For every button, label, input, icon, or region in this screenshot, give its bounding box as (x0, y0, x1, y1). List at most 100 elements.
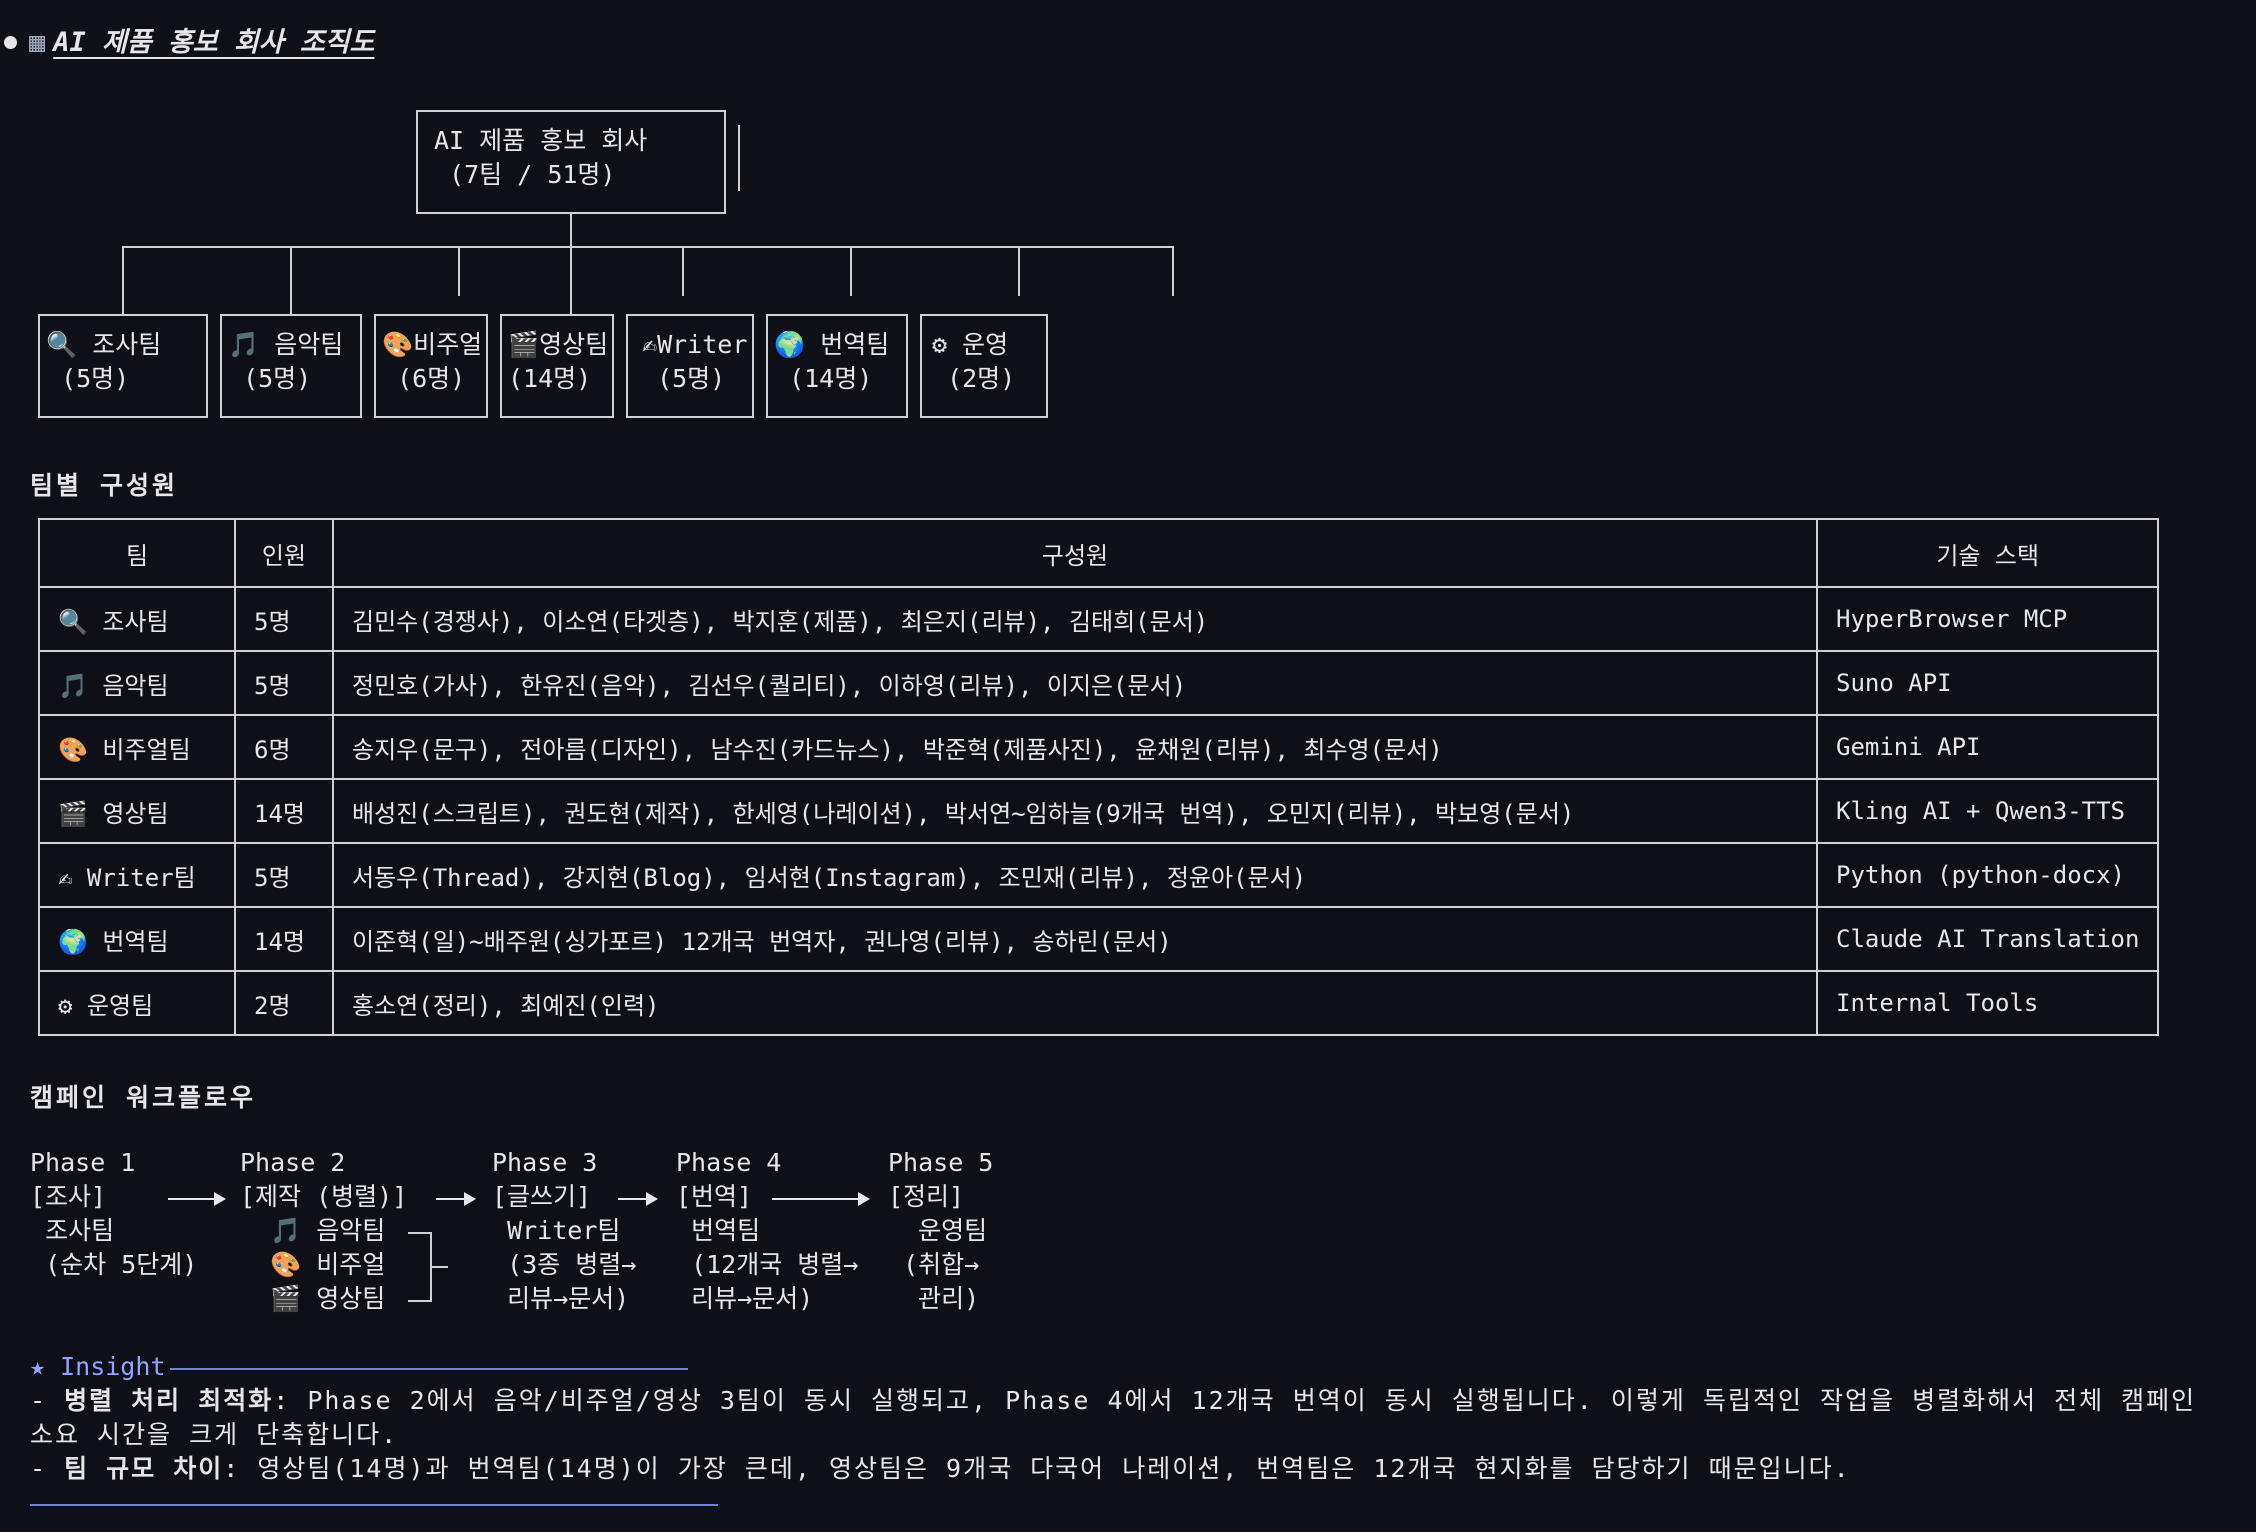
phase-2: Phase 2 [제작 (병렬)] 🎵 음악팀 🎨 비주얼 🎬 영상팀 (240, 1148, 408, 1313)
tech-cell: Kling AI + Qwen3-TTS (1815, 778, 2160, 844)
team-cell: 🎨 비주얼팀 (38, 714, 236, 780)
org-team-box: 🎨비주얼 (6명) (374, 314, 488, 418)
clapperboard-icon: 🎬 (58, 799, 88, 828)
table-header-row: 팀 인원 구성원 기술 스택 (38, 518, 2160, 588)
count-cell: 5명 (234, 586, 334, 652)
org-team-box: 🎬영상팀 (14명) (500, 314, 614, 418)
writing-hand-icon: ✍ (642, 330, 658, 359)
org-drop (682, 246, 684, 296)
building-icon: ▦ (29, 27, 46, 58)
table-row: 🌍 번역팀 14명 이준혁(일)~배주원(싱가포르) 12개국 번역자, 권나영… (38, 906, 2160, 972)
table-row: 🎵 음악팀 5명 정민호(가사), 한유진(음악), 김선우(퀄리티), 이하영… (38, 650, 2160, 716)
org-root-box: AI 제품 홍보 회사 (7팀 / 51명) (416, 110, 726, 214)
globe-icon: 🌍 (58, 927, 88, 956)
tech-cell: Internal Tools (1815, 970, 2160, 1036)
merge-bracket (430, 1266, 448, 1268)
workflow-heading: 캠페인 워크플로우 (30, 1083, 257, 1112)
insight-item-1: - 병렬 처리 최적화: Phase 2에서 음악/비주얼/영상 3팀이 동시 … (30, 1386, 2197, 1415)
tech-cell: Gemini API (1815, 714, 2160, 780)
table-row: ✍ Writer팀 5명 서동우(Thread), 강지현(Blog), 임서현… (38, 842, 2160, 908)
header-team: 팀 (38, 518, 236, 588)
music-note-icon: 🎵 (58, 671, 88, 700)
phase-4: Phase 4 [번역] 번역팀 (12개국 병렬→ 리뷰→문서) (676, 1148, 859, 1313)
org-root-name: AI 제품 홍보 회사 (434, 126, 648, 155)
writing-hand-icon: ✍ (58, 863, 73, 892)
org-root-count: (7팀 / 51명) (449, 160, 616, 189)
members-cell: 서동우(Thread), 강지현(Blog), 임서현(Instagram), … (332, 842, 1818, 908)
table-row: 🎨 비주얼팀 6명 송지우(문구), 전아름(디자인), 남수진(카드뉴스), … (38, 714, 2160, 780)
bullet-icon (4, 35, 17, 49)
arrow-right-icon (168, 1192, 226, 1206)
members-cell: 김민수(경쟁사), 이소연(타겟층), 박지훈(제품), 최은지(리뷰), 김태… (332, 586, 1818, 652)
palette-icon: 🎨 (382, 330, 414, 359)
tech-cell: Python (python-docx) (1815, 842, 2160, 908)
team-cell: 🎬 영상팀 (38, 778, 236, 844)
table-heading: 팀별 구성원 (30, 471, 179, 500)
insight-item-1-cont: 소요 시간을 크게 단축합니다. (30, 1420, 399, 1449)
team-table: 팀 인원 구성원 기술 스택 🔍 조사팀 5명 김민수(경쟁사), 이소연(타겟… (38, 518, 2160, 1036)
search-icon: 🔍 (58, 607, 88, 636)
merge-bracket (408, 1300, 432, 1302)
org-drop (290, 246, 292, 316)
org-team-box: ⚙ 운영 (2명) (920, 314, 1048, 418)
header-members: 구성원 (332, 518, 1818, 588)
merge-bracket (408, 1232, 432, 1234)
page-title: ▦AI 제품 홍보 회사 조직도 (0, 20, 374, 59)
search-icon: 🔍 (46, 330, 78, 359)
insight-body: - 병렬 처리 최적화: Phase 2에서 음악/비주얼/영상 3팀이 동시 … (30, 1384, 2240, 1486)
org-drop (458, 246, 460, 296)
music-note-icon: 🎵 (228, 330, 260, 359)
org-drop (570, 246, 572, 316)
team-cell: 🌍 번역팀 (38, 906, 236, 972)
arrow-right-icon (618, 1192, 658, 1206)
org-drop (850, 246, 852, 296)
count-cell: 6명 (234, 714, 334, 780)
table-row: ⚙ 운영팀 2명 홍소연(정리), 최예진(인력) Internal Tools (38, 970, 2160, 1036)
tech-cell: Claude AI Translation (1815, 906, 2160, 972)
tech-cell: Suno API (1815, 650, 2160, 716)
org-team-box: 🎵 음악팀 (5명) (220, 314, 362, 418)
gear-icon: ⚙ (58, 991, 73, 1020)
org-drop (122, 246, 124, 316)
header-tech: 기술 스택 (1815, 518, 2160, 588)
org-trunk (570, 214, 572, 247)
team-cell: 🎵 음악팀 (38, 650, 236, 716)
insight-divider (170, 1368, 688, 1370)
org-drop (1172, 246, 1174, 296)
count-cell: 5명 (234, 650, 334, 716)
clapperboard-icon: 🎬 (508, 330, 540, 359)
phase-1: Phase 1 [조사] 조사팀 (순차 5단계) (30, 1148, 198, 1279)
palette-icon: 🎨 (58, 735, 88, 764)
members-cell: 정민호(가사), 한유진(음악), 김선우(퀄리티), 이하영(리뷰), 이지은… (332, 650, 1818, 716)
arrow-right-icon (772, 1192, 870, 1206)
insight-divider-bottom (30, 1504, 718, 1506)
members-cell: 홍소연(정리), 최예진(인력) (332, 970, 1818, 1036)
org-team-box: ✍Writer (5명) (626, 314, 754, 418)
phase-3: Phase 3 [글쓰기] Writer팀 (3종 병렬→ 리뷰→문서) (492, 1148, 637, 1313)
phase-5: Phase 5 [정리] 운영팀 (취합→ 관리) (888, 1148, 994, 1313)
members-cell: 이준혁(일)~배주원(싱가포르) 12개국 번역자, 권나영(리뷰), 송하린(… (332, 906, 1818, 972)
team-cell: 🔍 조사팀 (38, 586, 236, 652)
team-cell: ⚙ 운영팀 (38, 970, 236, 1036)
count-cell: 14명 (234, 778, 334, 844)
table-row: 🔍 조사팀 5명 김민수(경쟁사), 이소연(타겟층), 박지훈(제품), 최은… (38, 586, 2160, 652)
team-cell: ✍ Writer팀 (38, 842, 236, 908)
org-bus (122, 246, 1174, 248)
org-team-box: 🔍 조사팀 (5명) (38, 314, 208, 418)
members-cell: 송지우(문구), 전아름(디자인), 남수진(카드뉴스), 박준혁(제품사진),… (332, 714, 1818, 780)
gear-icon: ⚙ (932, 330, 948, 359)
tech-cell: HyperBrowser MCP (1815, 586, 2160, 652)
arrow-right-icon (436, 1192, 476, 1206)
count-cell: 14명 (234, 906, 334, 972)
members-cell: 배성진(스크립트), 권도현(제작), 한세영(나레이션), 박서연~임하늘(9… (332, 778, 1818, 844)
globe-icon: 🌍 (774, 330, 806, 359)
org-team-box: 🌍 번역팀 (14명) (766, 314, 908, 418)
count-cell: 5명 (234, 842, 334, 908)
insight-heading: ★ Insight (30, 1352, 166, 1381)
org-drop (1018, 246, 1020, 296)
insight-item-2: - 팀 규모 차이: 영상팀(14명)과 번역팀(14명)이 가장 큰데, 영상… (30, 1454, 1851, 1483)
org-root-edge (738, 125, 740, 191)
header-count: 인원 (234, 518, 334, 588)
table-row: 🎬 영상팀 14명 배성진(스크립트), 권도현(제작), 한세영(나레이션),… (38, 778, 2160, 844)
count-cell: 2명 (234, 970, 334, 1036)
